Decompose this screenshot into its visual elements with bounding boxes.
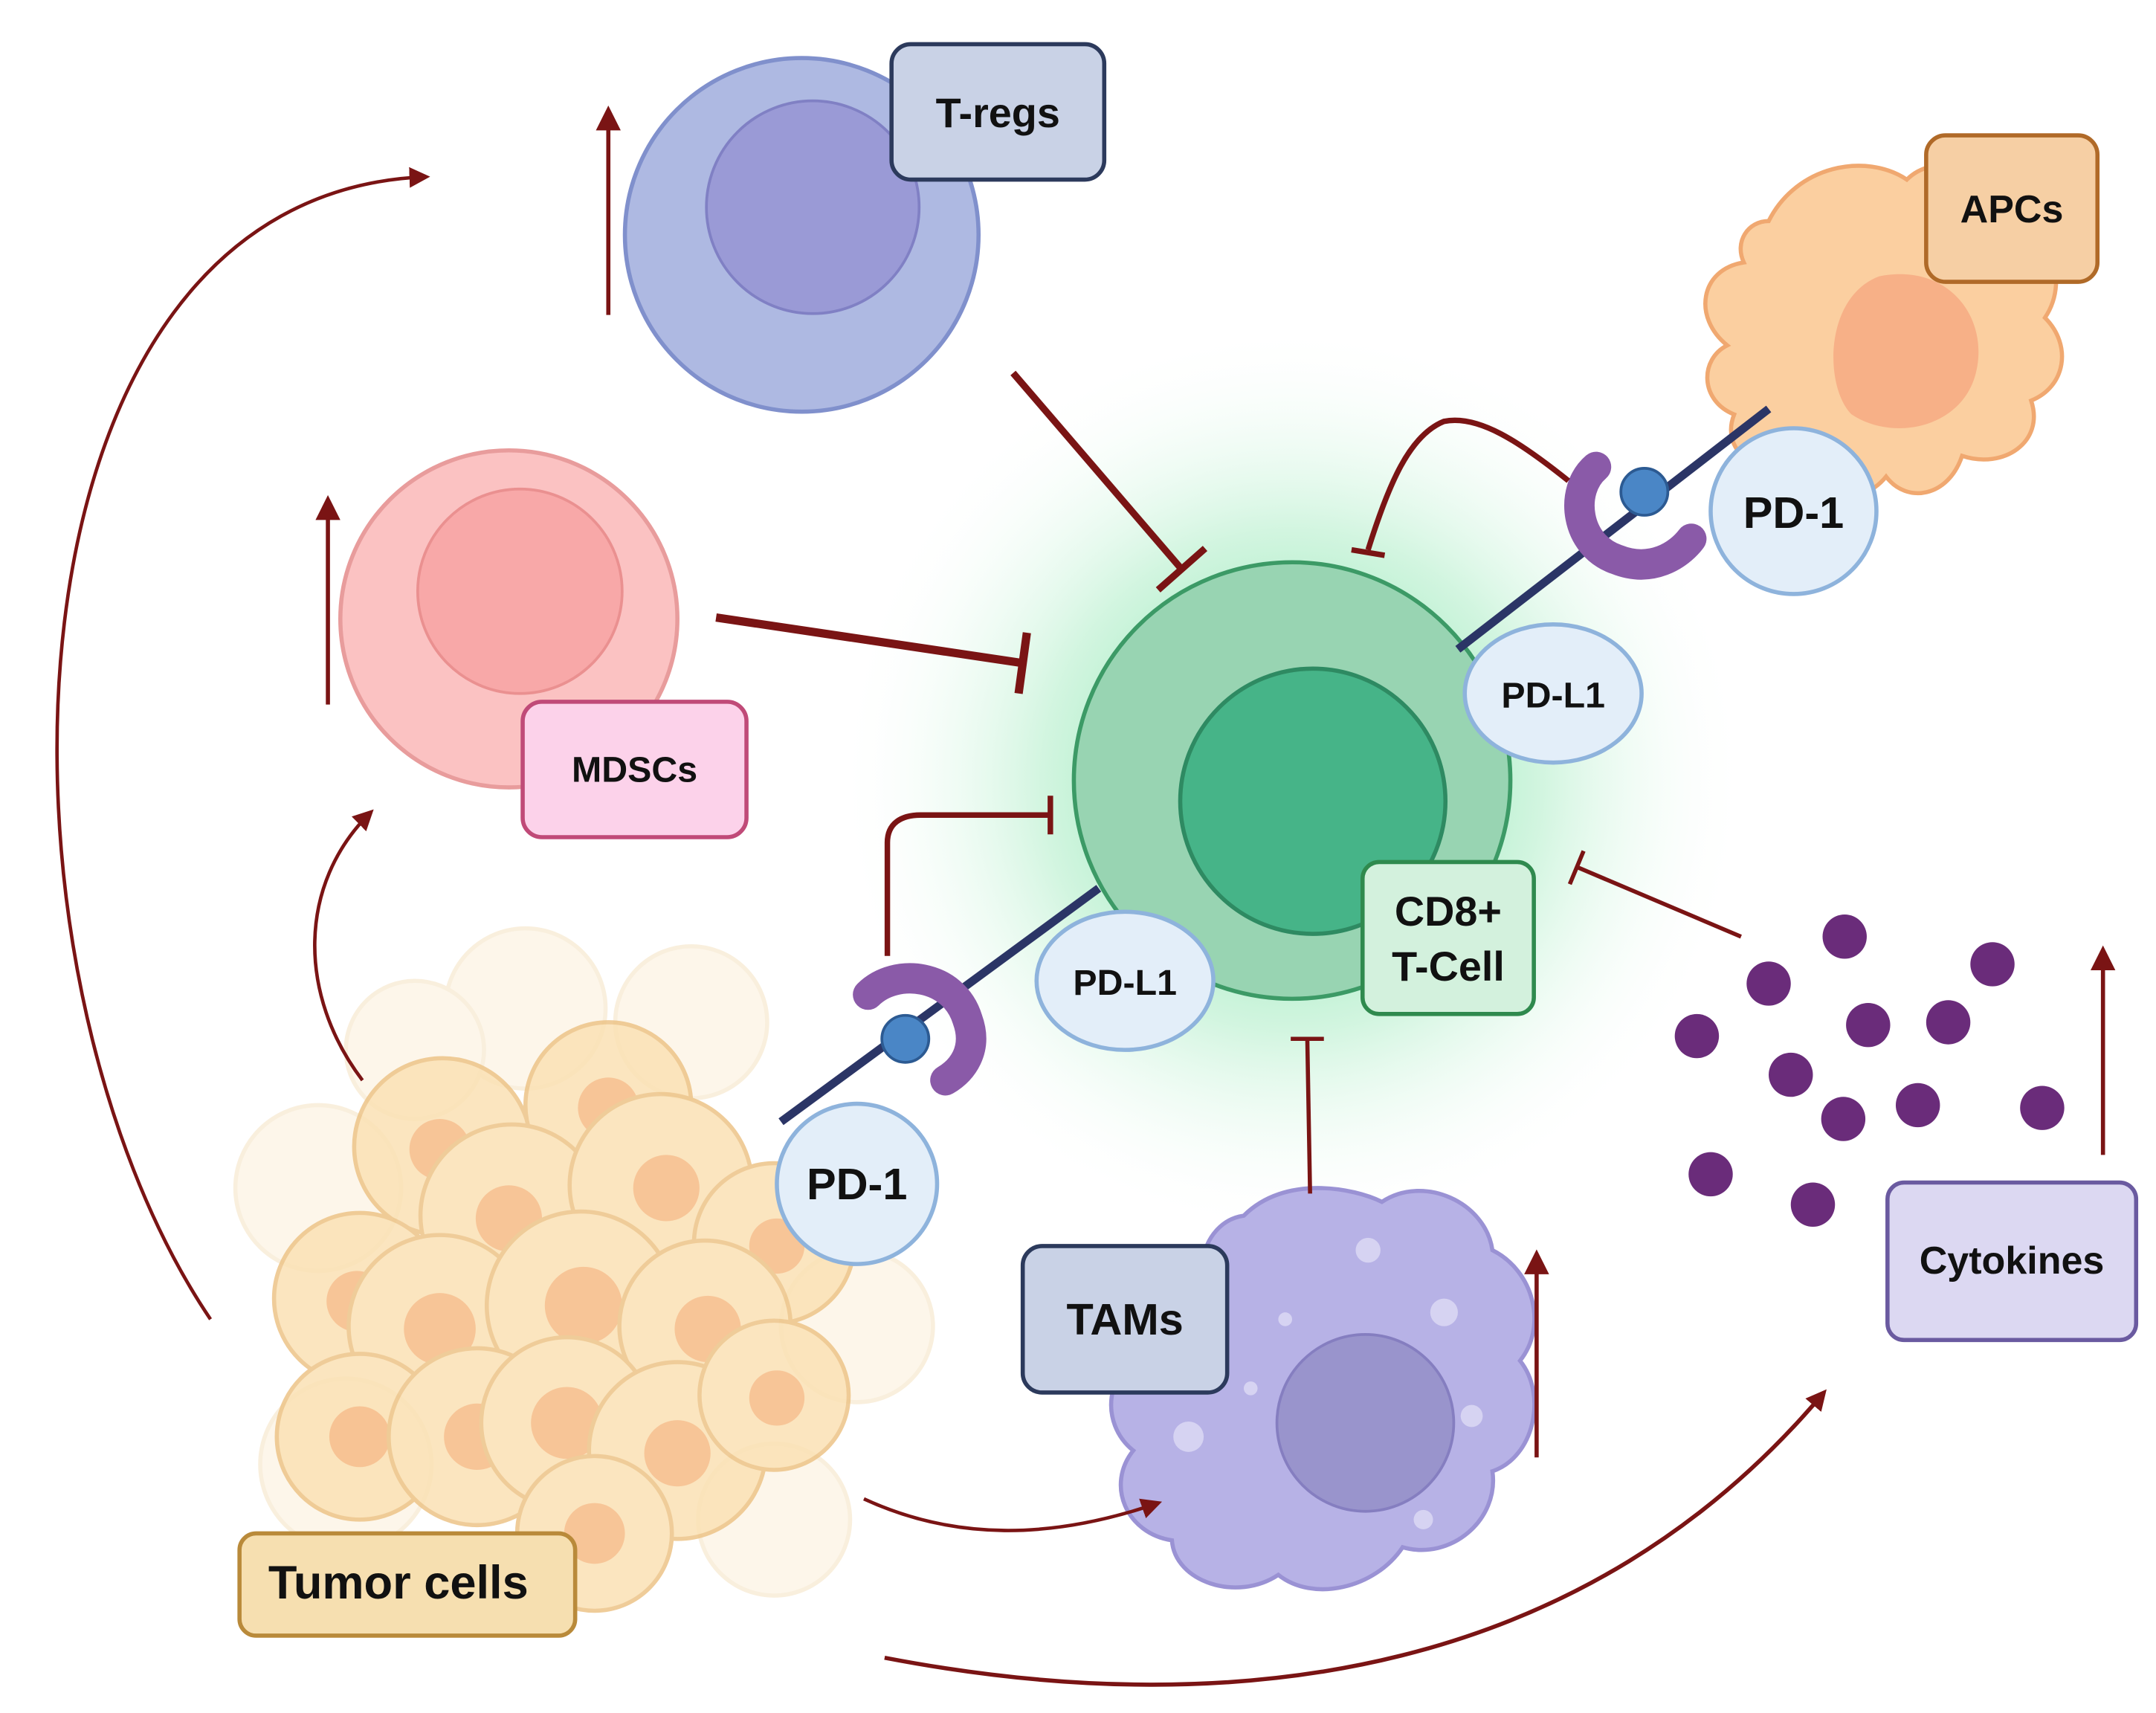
pd1-lower-inhibition-line (884, 812, 1050, 956)
tam-inhibition-line (1305, 1039, 1312, 1194)
tumor-cells-label: Tumor cells (268, 1557, 529, 1609)
pd1-circle-upper: PD-1 (1708, 426, 1879, 596)
tumor-to-cytokines-arrow (884, 1389, 1827, 1687)
cytokines-label: Cytokines (1920, 1239, 2105, 1283)
inhibition-arrows (715, 370, 1742, 1194)
pd1-pdl1-complex-lower (778, 885, 1102, 1126)
cytokine-particles (1674, 914, 2065, 1227)
pd1-pdl1-complex-upper (1455, 405, 1772, 653)
tumor-to-mdscs-arrow (313, 809, 374, 1082)
treg-inhibition-line (1010, 370, 1184, 572)
pdl1-ellipse-upper: PD-L1 (1462, 622, 1644, 765)
tumor-cell-cluster (233, 926, 935, 1613)
pdl1-ellipse-lower: PD-L1 (1034, 909, 1216, 1052)
apcs-label: APCs (1960, 188, 2064, 231)
tregs-label: T-regs (936, 90, 1060, 136)
tregs-label-box: T-regs (889, 42, 1107, 182)
pdl1-label-lower: PD-L1 (1073, 963, 1177, 1003)
pd1-circle-lower: PD-1 (775, 1101, 940, 1266)
tams-label-box: TAMs (1020, 1244, 1230, 1395)
mdscs-label: MDSCs (572, 750, 697, 790)
cd8-t-cell (836, 324, 1749, 1236)
mdsc-inhibition-bar (1014, 632, 1031, 694)
cd8-label-line1: CD8+ (1395, 888, 1502, 935)
mdscs-label-box: MDSCs (520, 700, 749, 839)
apcs-label-box: APCs (1924, 133, 2100, 284)
cytokines-label-box: Cytokines (1885, 1180, 2139, 1343)
treg-inhibition-bar (1155, 546, 1208, 593)
pd1-label-lower: PD-1 (807, 1159, 907, 1209)
tumor-to-tregs-arrow (55, 167, 430, 1320)
mdsc-inhibition-line (715, 613, 1024, 668)
pd1-upper-inhibition-bar (1351, 546, 1386, 558)
cd8-label-line2: T-Cell (1392, 943, 1505, 990)
tumor-cells-label-box: Tumor cells (237, 1531, 578, 1638)
cytokine-inhibition-bar (1567, 850, 1586, 885)
cytokine-inhibition-line (1577, 865, 1742, 939)
pd1-label-upper: PD-1 (1743, 488, 1844, 538)
tams-label: TAMs (1066, 1294, 1183, 1344)
promotion-arrows (55, 167, 1827, 1687)
cd8-label-box: CD8+ T-Cell (1360, 859, 1536, 1016)
tumor-to-tams-arrow (863, 1497, 1163, 1532)
pdl1-label-upper: PD-L1 (1501, 675, 1605, 715)
pd1-upper-inhibition-line (1365, 417, 1570, 551)
